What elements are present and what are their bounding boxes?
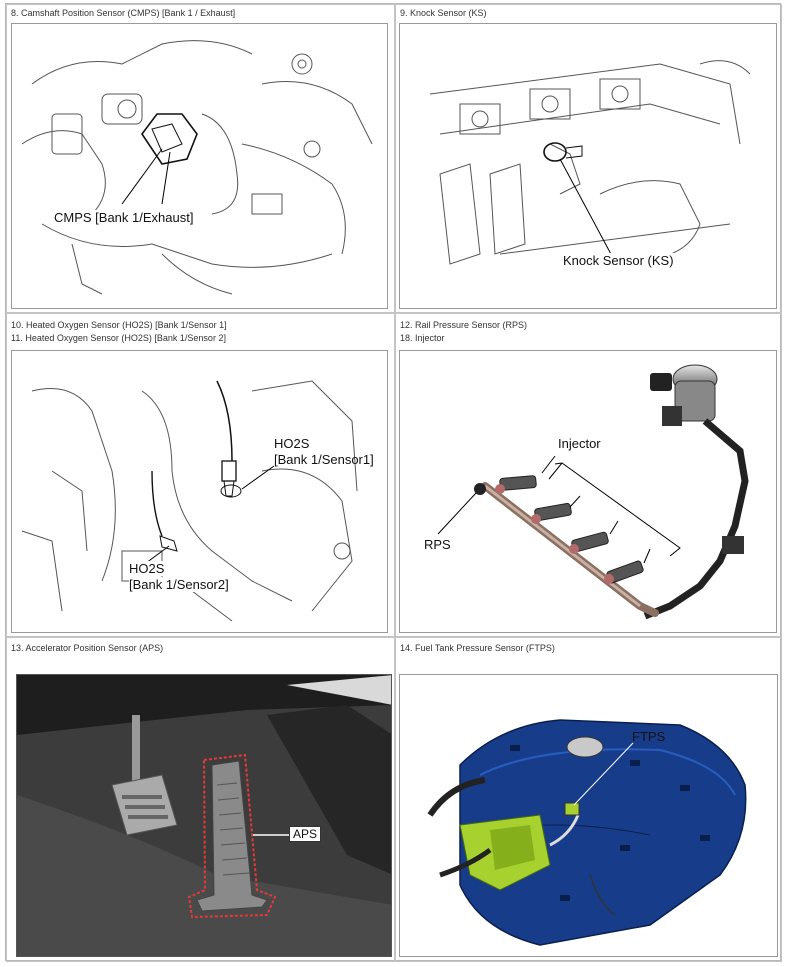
cell-header: 14. Fuel Tank Pressure Sensor (FTPS) <box>400 643 555 653</box>
pedal-photo <box>17 675 391 956</box>
fuel-tank-illustration <box>427 719 747 946</box>
label-aps: APS <box>289 826 322 842</box>
diagram-rps: Injector RPS <box>399 350 777 633</box>
photo-aps: APS <box>16 674 392 957</box>
label-rps: RPS <box>424 537 451 552</box>
cell-header: 9. Knock Sensor (KS) <box>400 8 487 18</box>
diagram-cmps: CMPS [Bank 1/Exhaust] <box>11 23 388 309</box>
label-cmps: CMPS [Bank 1/Exhaust] <box>54 210 194 225</box>
fuel-rail-illustration <box>437 364 749 620</box>
cell-ho2s: 10. Heated Oxygen Sensor (HO2S) [Bank 1/… <box>6 313 395 637</box>
engine-line-drawing <box>429 60 751 265</box>
cell-header: 18. Injector <box>400 333 445 343</box>
cell-cmps: 8. Camshaft Position Sensor (CMPS) [Bank… <box>6 4 395 313</box>
label-injector: Injector <box>558 436 601 451</box>
label-ho2s-sensor2-position: [Bank 1/Sensor2] <box>129 577 229 592</box>
cell-header: 13. Accelerator Position Sensor (APS) <box>11 643 164 653</box>
diagram-ftps: FTPS <box>399 674 778 957</box>
engine-line-drawing <box>21 40 373 295</box>
label-ho2s-sensor2: HO2S <box>129 561 165 576</box>
cell-rps: 12. Rail Pressure Sensor (RPS) 18. Injec… <box>395 313 782 637</box>
cell-ftps: 14. Fuel Tank Pressure Sensor (FTPS) <box>395 637 782 962</box>
cell-header: 11. Heated Oxygen Sensor (HO2S) [Bank 1/… <box>11 333 226 343</box>
cell-header: 10. Heated Oxygen Sensor (HO2S) [Bank 1/… <box>11 320 227 330</box>
diagram-ks: Knock Sensor (KS) <box>399 23 777 309</box>
cell-header: 12. Rail Pressure Sensor (RPS) <box>400 320 528 330</box>
diagram-ho2s: HO2S [Bank 1/Sensor1] HO2S [Bank 1/Senso… <box>11 350 388 633</box>
label-ho2s-sensor1: HO2S <box>274 436 310 451</box>
label-ftps: FTPS <box>632 729 666 744</box>
sensor-location-table: 8. Camshaft Position Sensor (CMPS) [Bank… <box>5 3 782 962</box>
cell-aps: 13. Accelerator Position Sensor (APS) <box>6 637 395 962</box>
label-knock-sensor: Knock Sensor (KS) <box>563 253 674 268</box>
cell-header: 8. Camshaft Position Sensor (CMPS) [Bank… <box>11 8 236 18</box>
label-ho2s-sensor1-position: [Bank 1/Sensor1] <box>274 452 374 467</box>
cell-ks: 9. Knock Sensor (KS) <box>395 4 782 313</box>
